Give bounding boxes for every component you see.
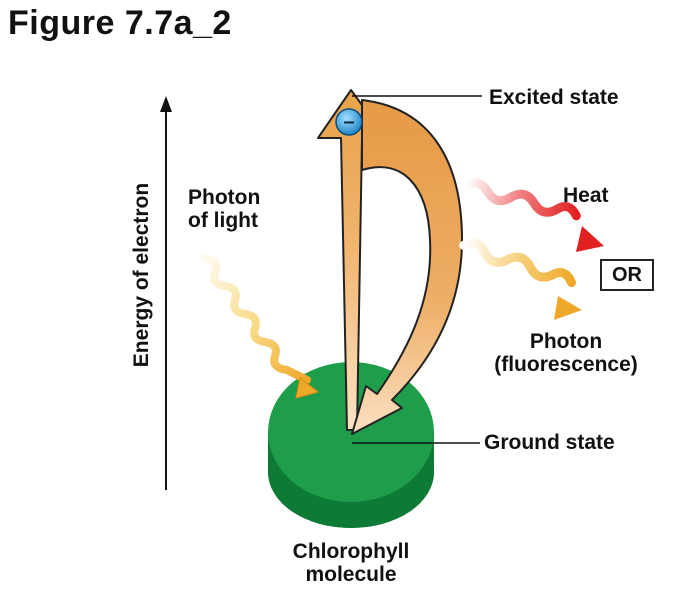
label-excited-state: Excited state bbox=[489, 86, 619, 109]
heat-wave bbox=[461, 178, 604, 252]
label-chlorophyll-line1: Chlorophyll bbox=[292, 540, 410, 563]
photon-of-light-wave bbox=[201, 254, 320, 399]
figure-title: Figure 7.7a_2 bbox=[8, 4, 232, 42]
label-photon-fluorescence-line1: Photon bbox=[529, 330, 603, 353]
label-photon-of-light-line1: Photon bbox=[188, 186, 261, 209]
label-heat: Heat bbox=[563, 184, 609, 207]
label-photon-fluorescence: Photon (fluorescence) bbox=[476, 330, 656, 376]
label-photon-of-light-line2: of light bbox=[188, 209, 258, 232]
electron: – bbox=[335, 108, 363, 136]
axis-label-energy: Energy of electron bbox=[130, 182, 153, 368]
fluorescence-wave bbox=[459, 238, 582, 320]
or-box: OR bbox=[600, 259, 654, 291]
label-ground-state: Ground state bbox=[484, 431, 615, 454]
label-photon-of-light: Photon of light bbox=[188, 186, 260, 232]
label-chlorophyll-molecule: Chlorophyll molecule bbox=[261, 540, 441, 586]
energy-axis bbox=[160, 96, 172, 490]
label-photon-fluorescence-line2: (fluorescence) bbox=[494, 353, 638, 376]
electron-symbol: – bbox=[343, 111, 354, 133]
leader-lines bbox=[352, 95, 482, 444]
return-arrow bbox=[351, 99, 463, 435]
label-chlorophyll-line2: molecule bbox=[305, 563, 397, 586]
